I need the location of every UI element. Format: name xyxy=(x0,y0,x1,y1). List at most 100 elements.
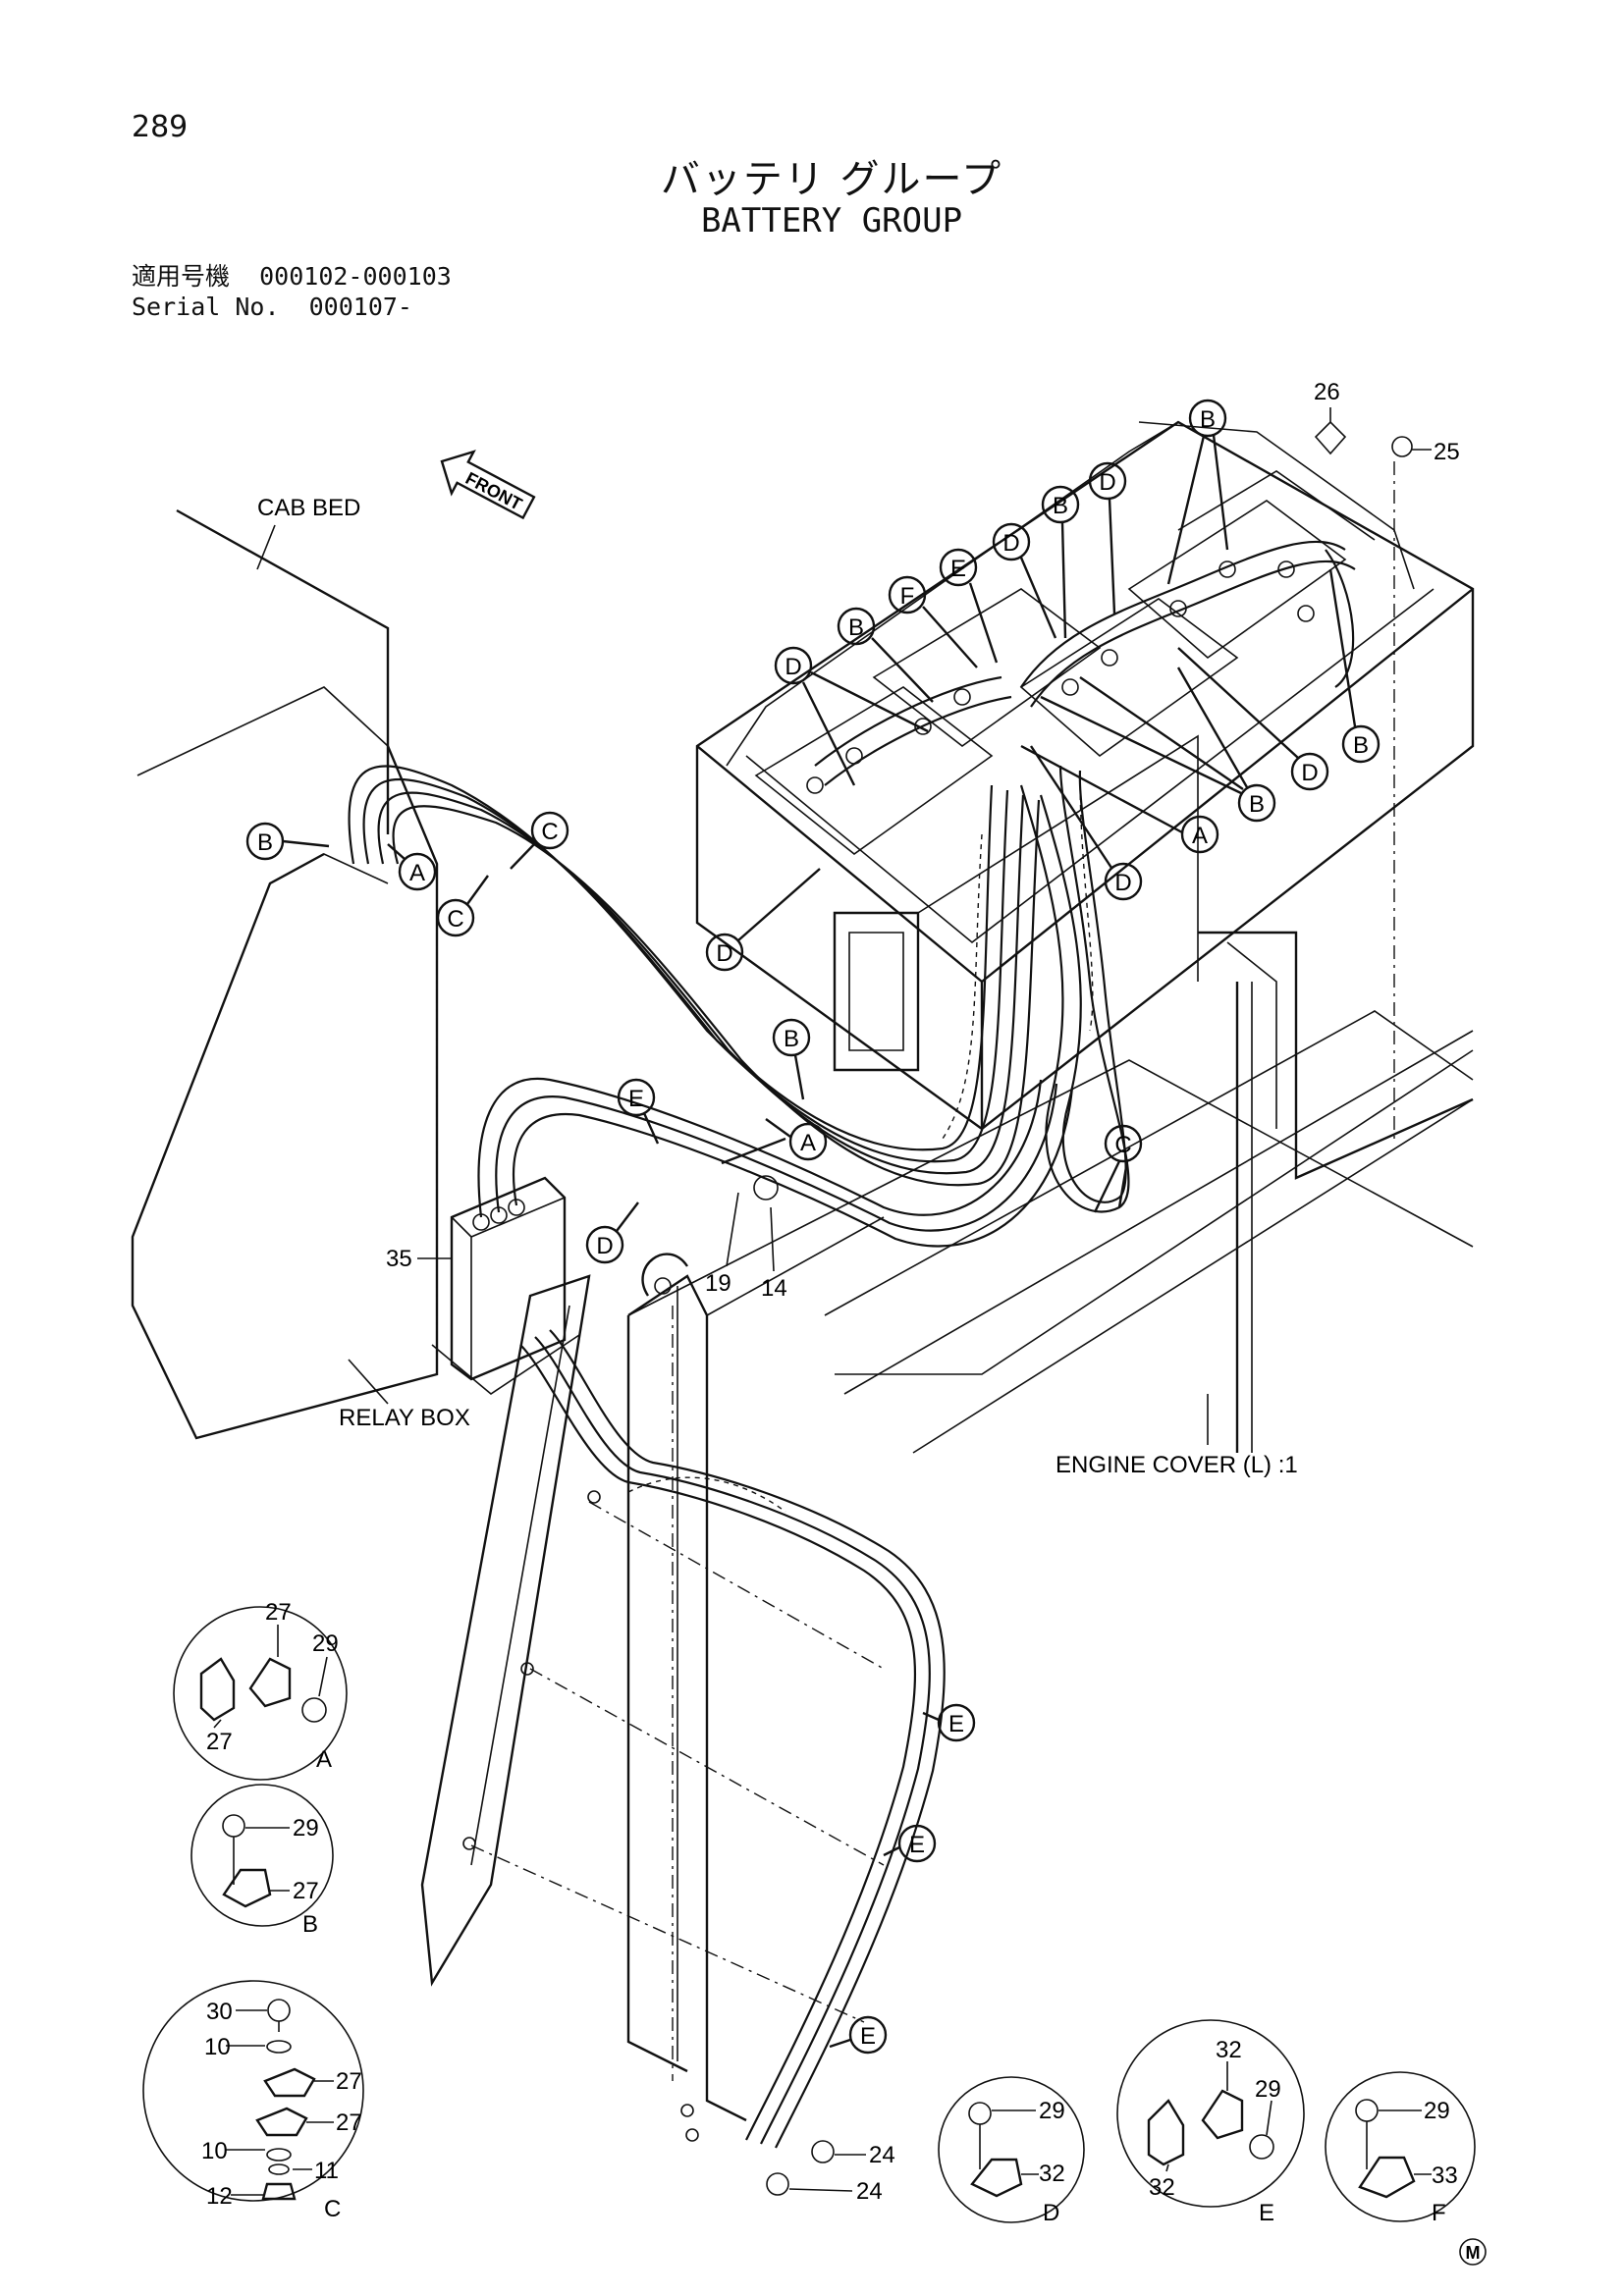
svg-text:A: A xyxy=(800,1130,816,1156)
part-12: 12 xyxy=(206,2183,233,2210)
part-32: 32 xyxy=(1216,2037,1242,2063)
callout-e: E xyxy=(848,2015,888,2055)
svg-text:E: E xyxy=(948,1711,964,1737)
svg-text:E: E xyxy=(909,1832,925,1858)
svg-text:C: C xyxy=(1114,1132,1131,1158)
detail-c-label: C xyxy=(324,2196,341,2222)
callout-d: D xyxy=(1104,862,1143,901)
part-27: 27 xyxy=(206,1729,233,1755)
callout-a: A xyxy=(398,852,437,891)
svg-text:B: B xyxy=(848,614,864,641)
bolt-icon xyxy=(1355,2099,1379,2122)
callout-f: F xyxy=(888,575,927,614)
callout-e: E xyxy=(937,1703,976,1742)
svg-text:D: D xyxy=(716,940,732,967)
part-25: 25 xyxy=(1434,439,1460,465)
callout-b: B xyxy=(837,607,876,646)
bolt-icon xyxy=(1391,436,1413,457)
callout-b: B xyxy=(1237,783,1276,823)
svg-text:A: A xyxy=(1192,823,1208,849)
bolt-icon xyxy=(1314,420,1347,455)
callout-c: C xyxy=(436,898,475,937)
part-33: 33 xyxy=(1432,2163,1458,2189)
part-27: 27 xyxy=(293,1878,319,1904)
part-26: 26 xyxy=(1314,379,1340,405)
svg-text:D: D xyxy=(1002,530,1019,557)
svg-text:D: D xyxy=(1301,760,1318,786)
svg-text:B: B xyxy=(1249,791,1265,818)
callout-e: E xyxy=(617,1078,656,1117)
front-arrow: FRONT xyxy=(440,450,536,520)
detail-f-label: F xyxy=(1432,2200,1446,2226)
applicability-row: 適用号機 000102-000103 xyxy=(132,257,452,293)
part-24: 24 xyxy=(869,2142,895,2168)
part-29: 29 xyxy=(293,1815,319,1842)
callout-b: B xyxy=(772,1018,811,1057)
detail-b: 29 27 B xyxy=(190,1784,334,1938)
part-35: 35 xyxy=(386,1246,412,1272)
callout-c: C xyxy=(1104,1124,1143,1163)
svg-text:D: D xyxy=(1099,469,1115,496)
cab-bed-block xyxy=(131,508,439,1440)
applicability-range: 000102-000103 xyxy=(259,262,452,291)
callout-b: B xyxy=(245,822,285,861)
svg-text:M: M xyxy=(1466,2243,1481,2263)
part-32: 32 xyxy=(1149,2174,1175,2201)
svg-text:E: E xyxy=(950,556,966,582)
callout-d: D xyxy=(992,522,1031,561)
bolt-icon xyxy=(968,2102,992,2125)
part-27: 27 xyxy=(336,2109,362,2136)
bolt-icon xyxy=(222,1814,245,1838)
svg-text:D: D xyxy=(1114,870,1131,896)
callout-d: D xyxy=(1290,752,1329,791)
detail-c: 30 10 27 27 10 11 12 C xyxy=(142,1980,364,2222)
callout-a: A xyxy=(788,1122,828,1161)
svg-text:B: B xyxy=(257,829,273,856)
svg-text:F: F xyxy=(900,583,915,610)
part-29: 29 xyxy=(1039,2098,1065,2124)
detail-f: 29 33 F xyxy=(1325,2071,1476,2226)
engine-cover-label: ENGINE COVER (L) :1 xyxy=(1056,1452,1298,1478)
svg-text:D: D xyxy=(785,654,801,680)
svg-text:B: B xyxy=(1200,406,1216,433)
svg-text:B: B xyxy=(1353,732,1369,759)
detail-e-label: E xyxy=(1259,2200,1274,2226)
detail-d: 29 32 D xyxy=(938,2076,1085,2226)
callout-e: E xyxy=(897,1824,937,1863)
svg-text:A: A xyxy=(409,860,425,886)
wire-harness xyxy=(348,540,1356,2149)
callout-d: D xyxy=(705,933,744,972)
callout-bubbles: B A C C D B F E D B D B B D B A xyxy=(245,399,1380,2055)
applicability-label: 適用号機 xyxy=(132,262,231,291)
bolt-icon xyxy=(267,1999,291,2022)
callout-b: B xyxy=(1041,485,1080,524)
part-10: 10 xyxy=(201,2138,228,2164)
detail-d-label: D xyxy=(1043,2200,1059,2226)
svg-text:B: B xyxy=(784,1026,799,1052)
m-mark: M xyxy=(1459,2238,1487,2266)
part-27: 27 xyxy=(265,1599,292,1626)
cab-bed-leader xyxy=(256,524,276,570)
relay-box-label: RELAY BOX xyxy=(339,1405,470,1431)
part-11: 11 xyxy=(314,2158,339,2184)
part-24: 24 xyxy=(856,2178,883,2205)
svg-text:C: C xyxy=(541,819,558,845)
page-number: 289 xyxy=(132,110,189,144)
battery-box xyxy=(627,420,1475,1454)
part-10: 10 xyxy=(204,2034,231,2060)
serial-label: Serial No. xyxy=(132,293,280,321)
callout-b: B xyxy=(1341,724,1380,764)
callout-a: A xyxy=(1180,815,1219,854)
part-29: 29 xyxy=(312,1630,339,1657)
detail-e: 32 29 32 E xyxy=(1116,2019,1305,2226)
title-japanese: バッテリ グループ xyxy=(660,157,1003,202)
svg-text:E: E xyxy=(628,1086,644,1112)
bolt-icon xyxy=(301,1697,327,1723)
bolt-icon xyxy=(811,2140,835,2163)
applicability-block: 適用号機 000102-000103 Serial No. 000107- xyxy=(132,257,452,328)
part-32: 32 xyxy=(1039,2161,1065,2187)
svg-text:C: C xyxy=(447,906,463,933)
callout-e: E xyxy=(939,548,978,587)
part-29: 29 xyxy=(1255,2076,1281,2103)
